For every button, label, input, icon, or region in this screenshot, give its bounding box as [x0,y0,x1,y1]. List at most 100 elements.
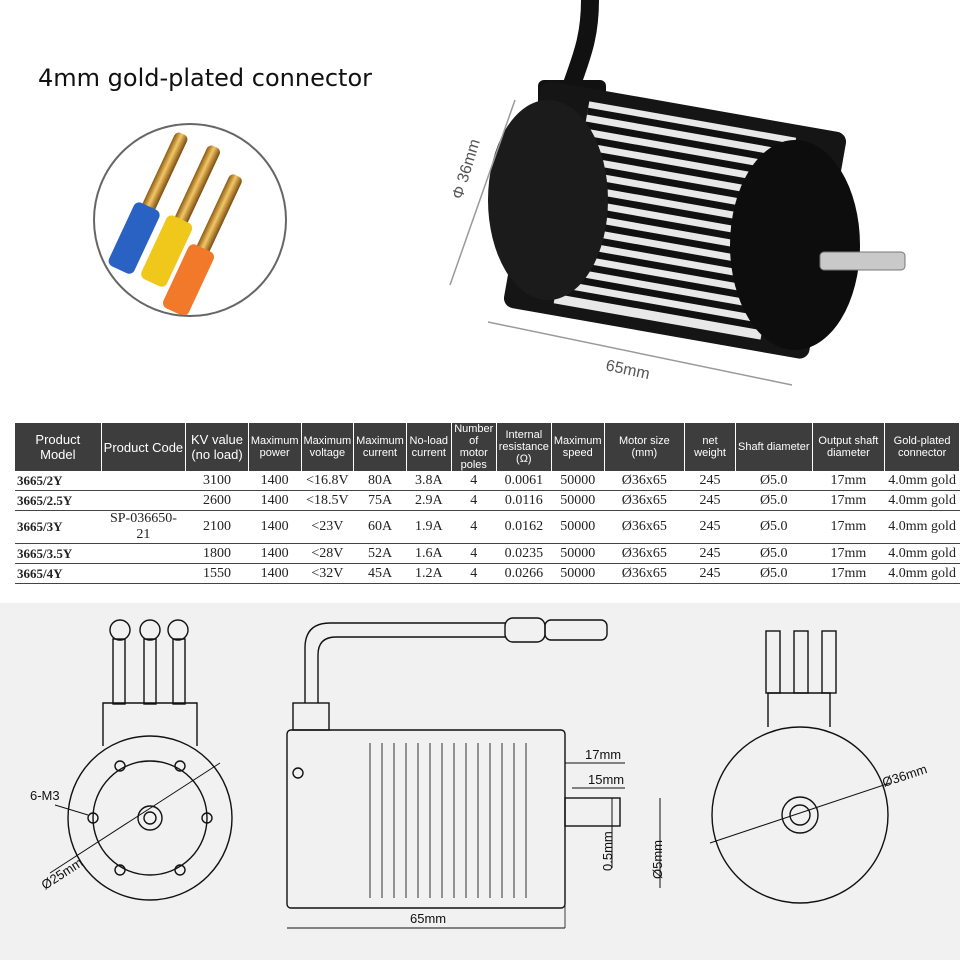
col-header: Number of motor poles [451,423,497,471]
product-model-cell: 3665/2.5Y [15,490,102,511]
table-cell: 4 [451,490,497,511]
col-header: Maximum power [248,423,302,471]
table-cell: 1550 [185,563,249,584]
table-cell: Ø36x65 [604,543,685,564]
table-cell: 0.0235 [496,543,552,564]
table-cell: 1.9A [406,510,452,544]
connector-caption: 4mm gold-plated connector [38,64,373,92]
motor-photo: Φ 36mm 65mm [420,0,960,400]
table-cell: 2600 [185,490,249,511]
table-cell: 80A [353,471,407,491]
table-cell: 4 [451,510,497,544]
bolt-circle-label: Ø25mm [38,855,85,893]
table-cell: 17mm [812,543,885,564]
col-header: Product Model [15,423,102,471]
col-header: Motor size (mm) [604,423,686,471]
front-view [49,619,233,901]
table-cell: Ø5.0 [735,563,813,584]
motor-cable [561,0,599,93]
table-cell: 4.0mm gold [884,490,960,511]
table-cell [101,490,186,511]
product-model-cell: 3665/3.5Y [15,543,102,564]
col-header: Maximum voltage [301,423,355,471]
table-cell [101,543,186,564]
col-header: No-load current [406,423,452,471]
table-cell: 1400 [248,510,301,544]
flat-depth-label: 0.5mm [600,831,615,871]
table-cell: 3.8A [406,471,452,491]
col-header: Gold-plated connector [884,423,960,471]
col-header: Shaft diameter [735,423,813,471]
table-cell: 4 [451,563,497,584]
photo-length-label: 65mm [604,357,651,383]
table-cell: Ø5.0 [735,471,813,491]
table-cell: SP-036650-21 [101,510,186,544]
motor-body [488,81,860,359]
table-cell: Ø5.0 [735,543,813,564]
body-dia-label: Ø36mm [880,761,929,790]
table-cell: 17mm [812,563,885,584]
table-cell: 2100 [185,510,249,544]
diameter-dim-line [449,99,516,286]
photo-diameter-label: Φ 36mm [450,137,484,201]
table-cell [101,471,186,491]
table-cell: 0.0116 [496,490,552,511]
spec-table: Product Model Product Code KV value (no … [15,423,960,584]
table-cell: Ø36x65 [604,490,685,511]
table-cell: Ø36x65 [604,563,685,584]
table-cell: 50000 [551,543,605,564]
motor-shaft [819,251,906,271]
table-cell: 4.0mm gold [884,543,960,564]
table-cell: 245 [684,563,736,584]
table-cell: Ø36x65 [604,510,685,544]
table-cell: <28V [301,543,354,564]
table-cell: 52A [353,543,407,564]
table-cell: Ø5.0 [735,510,813,544]
table-cell: 75A [353,490,407,511]
table-cell: 1400 [248,563,301,584]
rear-view [709,630,891,904]
table-cell: 1400 [248,490,301,511]
shaft-dia-label: Ø5mm [650,840,665,879]
table-cell: 17mm [812,471,885,491]
col-header: Output shaft diameter [812,423,886,471]
table-cell [101,563,186,584]
table-cell: 4 [451,543,497,564]
table-cell: 0.0162 [496,510,552,544]
table-cell: 245 [684,471,736,491]
col-header: Internal resistance (Ω) [496,423,552,471]
table-cell: 3100 [185,471,249,491]
connector-photo [93,123,287,317]
table-cell: 4.0mm gold [884,510,960,544]
length-label: 65mm [410,911,446,926]
length-dim-line [487,321,793,386]
col-header: Maximum current [353,423,407,471]
product-model-cell: 3665/4Y [15,563,102,584]
table-cell: 245 [684,543,736,564]
gold-connector-illustration [108,132,242,315]
table-cell: 4 [451,471,497,491]
table-cell: 1400 [248,471,301,491]
table-cell: 1.6A [406,543,452,564]
col-header: Maximum speed [551,423,605,471]
table-header-row: Product Model Product Code KV value (no … [15,423,960,471]
side-view [286,617,661,929]
table-cell: <32V [301,563,354,584]
table-cell: 1.2A [406,563,452,584]
table-cell: 2.9A [406,490,452,511]
product-model-cell: 3665/2Y [15,471,102,491]
table-cell: 4.0mm gold [884,563,960,584]
table-cell: <23V [301,510,354,544]
table-cell: <18.5V [301,490,354,511]
table-cell: 0.0266 [496,563,552,584]
table-cell: Ø36x65 [604,471,685,491]
col-header: Product Code [101,423,187,471]
table-cell: Ø5.0 [735,490,813,511]
col-header: KV value (no load) [185,423,249,471]
table-cell: <16.8V [301,471,354,491]
